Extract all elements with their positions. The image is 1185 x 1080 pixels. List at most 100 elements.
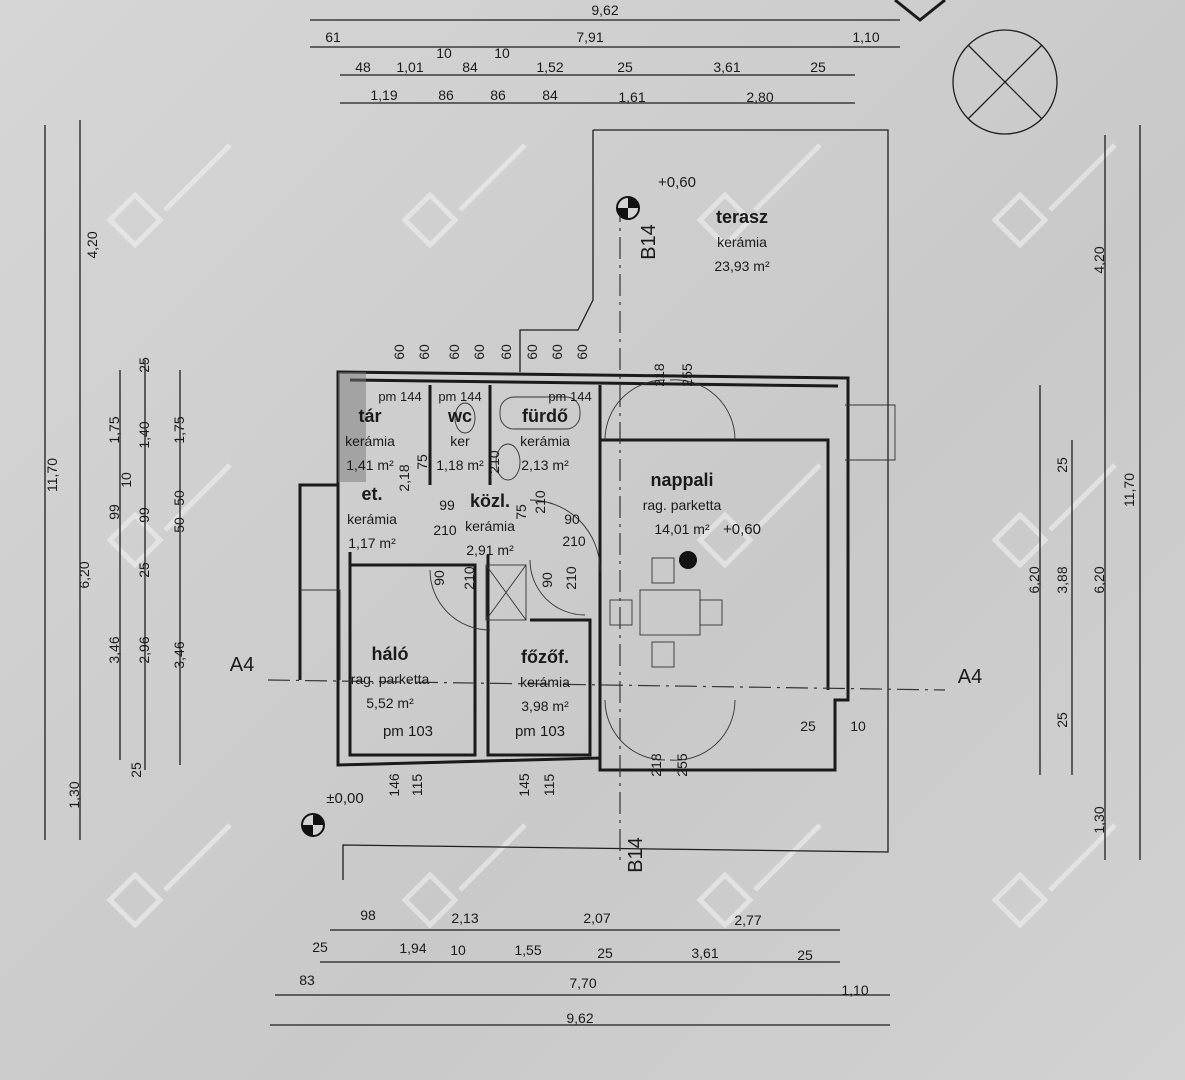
- dimension-label: 1,10: [841, 982, 868, 998]
- dimension-label: 1,10: [852, 29, 879, 45]
- dimension-label: 145: [516, 773, 532, 797]
- dimension-label: 25: [617, 59, 633, 75]
- dimension-label: 1,94: [399, 940, 426, 956]
- dimension-label: 210: [461, 566, 477, 590]
- section-label: A4: [230, 654, 254, 676]
- dimension-label: 25: [797, 947, 813, 963]
- dimension-label: 3,61: [691, 945, 718, 961]
- dimension-label: 60: [574, 344, 590, 360]
- watermarks: [106, 143, 1117, 929]
- dimension-label: 10: [450, 942, 466, 958]
- dimension-label: 1,75: [106, 416, 122, 443]
- dimension-label: 90: [564, 511, 580, 527]
- dimension-label: 75: [414, 454, 430, 470]
- room-area: 5,52 m²: [366, 695, 414, 711]
- dimension-label: 3,46: [106, 636, 122, 663]
- room-floor: kerámia: [465, 518, 515, 534]
- dimension-label: 1,75: [171, 416, 187, 443]
- sill-height: pm 103: [383, 723, 433, 740]
- dimension-label: 210: [486, 450, 502, 474]
- dimension-label: 60: [391, 344, 407, 360]
- room-floor: kerámia: [347, 511, 397, 527]
- watermark-logo: [106, 463, 232, 569]
- room-floor: ker: [450, 433, 470, 449]
- level-label: ±0,00: [326, 790, 363, 807]
- dimension-label: 7,91: [576, 29, 603, 45]
- dimension-label: 1,40: [136, 421, 152, 448]
- dimension-label: 84: [462, 59, 478, 75]
- dimension-label: 2,13: [451, 910, 478, 926]
- room-area: 3,98 m²: [521, 698, 569, 714]
- dimension-label: 25: [597, 945, 613, 961]
- dimension-label: 210: [562, 533, 586, 549]
- dimension-label: 255: [674, 753, 690, 777]
- dimension-label: 146: [386, 773, 402, 797]
- dimension-label: 60: [416, 344, 432, 360]
- dimension-label: 25: [136, 357, 152, 373]
- north-arrow-icon: [894, 0, 1058, 135]
- dimension-label: 99: [136, 507, 152, 523]
- dimension-label: 60: [549, 344, 565, 360]
- section-label: B14: [638, 224, 660, 260]
- dimension-label: 11,70: [44, 458, 60, 492]
- dimension-label: 210: [563, 566, 579, 590]
- dimension-label: 99: [106, 504, 122, 520]
- watermark-logo: [696, 143, 822, 249]
- dimension-label: 90: [431, 570, 447, 586]
- room-floor: kerámia: [717, 234, 767, 250]
- room-floor: kerámia: [345, 433, 395, 449]
- dimension-label: 86: [438, 87, 454, 103]
- dimension-label: 1,19: [370, 87, 397, 103]
- room-floor: kerámia: [520, 674, 570, 690]
- dimension-label: 1,01: [396, 59, 423, 75]
- level-marker-icon: [301, 196, 697, 837]
- dimension-label: 60: [471, 344, 487, 360]
- dimension-label: 4,20: [84, 231, 100, 258]
- dimension-label: 50: [171, 517, 187, 533]
- dimension-label: 1,61: [618, 89, 645, 105]
- dimension-label: 115: [409, 774, 425, 797]
- dimension-label: 2,80: [746, 89, 773, 105]
- dimension-label: 25: [312, 939, 328, 955]
- room-area: 14,01 m²: [654, 521, 710, 537]
- level-label: +0,60: [658, 174, 696, 191]
- watermark-logo: [106, 143, 232, 249]
- dimension-label: 99: [439, 497, 455, 513]
- dimension-label: 90: [539, 572, 555, 588]
- dimension-label: 10: [436, 45, 452, 61]
- dimension-label: 25: [128, 762, 144, 778]
- room-name: terasz: [716, 207, 768, 227]
- dimension-label: 25: [810, 59, 826, 75]
- dimension-label: 11,70: [1121, 473, 1137, 507]
- dimension-label: 3,88: [1054, 566, 1070, 593]
- dimension-label: 75: [513, 504, 529, 520]
- section-lines: [267, 200, 946, 860]
- room-name: nappali: [650, 470, 713, 490]
- dimension-label: 25: [136, 562, 152, 578]
- dimension-label: 60: [498, 344, 514, 360]
- sill-height: pm 144: [438, 389, 481, 404]
- dimension-label: 50: [171, 490, 187, 506]
- dimension-label: 2,07: [583, 910, 610, 926]
- room-name: főzőf.: [521, 647, 569, 667]
- dimension-lines: [44, 19, 1141, 1026]
- watermark-logo: [696, 463, 822, 569]
- dimension-label: 6,20: [1091, 566, 1107, 593]
- dimension-label: 83: [299, 972, 315, 988]
- dimension-label: 6,20: [76, 561, 92, 588]
- room-name: tár: [358, 406, 381, 426]
- dimension-label: 2,77: [734, 912, 761, 928]
- watermark-logo: [991, 143, 1117, 249]
- watermark-logo: [991, 823, 1117, 929]
- room-area: 2,13 m²: [521, 457, 569, 473]
- section-label: B14: [625, 837, 647, 873]
- dimension-label: 255: [679, 363, 695, 387]
- dimension-label: 9,62: [591, 2, 618, 18]
- dimension-label: 60: [524, 344, 540, 360]
- room-floor: kerámia: [520, 433, 570, 449]
- dimension-label: 2,96: [136, 636, 152, 663]
- watermark-logo: [991, 463, 1117, 569]
- room-floor: rag. parketta: [643, 497, 722, 513]
- watermark-logo: [401, 143, 527, 249]
